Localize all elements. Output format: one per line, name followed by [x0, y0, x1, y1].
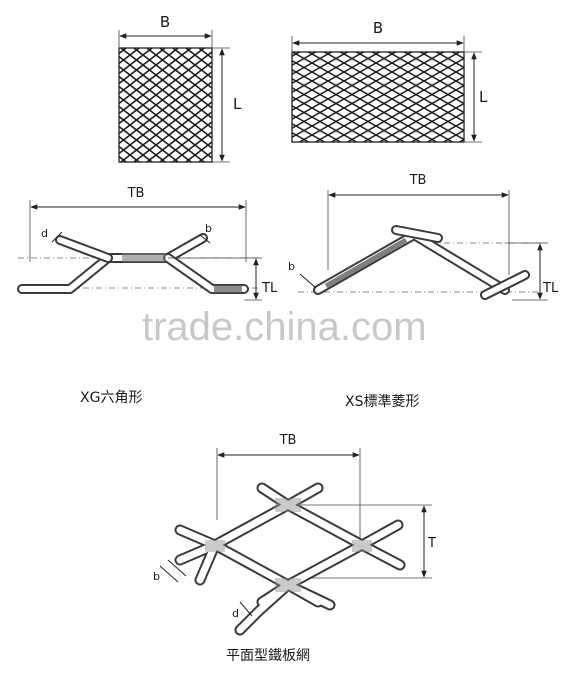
mesh-panel-left: B L	[118, 13, 242, 163]
strand-width-label: b	[288, 260, 295, 273]
diamond-profile-section: TB b TL XS標準菱形	[288, 173, 559, 410]
strand-width-marker	[159, 565, 179, 583]
length-label: L	[479, 88, 488, 106]
span-label: TB	[279, 433, 297, 448]
height-label: T	[427, 536, 436, 551]
diamond-caption: XS標準菱形	[345, 394, 419, 410]
flat-mesh-strands	[174, 482, 406, 636]
width-label: B	[373, 19, 383, 37]
pitch-label: TL	[261, 281, 278, 296]
thickness-marker	[239, 601, 253, 617]
strand-width-marker	[199, 234, 211, 244]
mesh-panel-left-fill	[119, 48, 212, 162]
diamond-strand	[313, 225, 530, 300]
span-label: TB	[409, 173, 427, 188]
watermark: trade.china.com	[142, 305, 427, 349]
hex-strand	[17, 233, 249, 294]
thickness-label: d	[232, 607, 239, 620]
mesh-panel-right-border	[291, 51, 465, 143]
strand-width-label: b	[205, 222, 212, 235]
watermark-text: trade.china.com	[142, 305, 427, 349]
mesh-panel-left-border	[118, 47, 213, 163]
flat-mesh-caption: 平面型鐵板網	[226, 647, 310, 664]
length-label: L	[233, 95, 242, 113]
mesh-panel-right: B L	[291, 19, 488, 143]
hex-caption: XG六角形	[80, 390, 142, 406]
pitch-label: TL	[542, 281, 559, 296]
hex-profile-section: TB d b TL XG六角形	[17, 186, 278, 406]
width-label: B	[160, 13, 170, 31]
mesh-panel-right-fill	[292, 52, 464, 142]
thickness-label: d	[41, 227, 48, 240]
span-label: TB	[127, 186, 145, 201]
strand-width-label: b	[153, 570, 160, 583]
thickness-marker	[51, 231, 63, 243]
strand-width-marker	[299, 273, 317, 289]
flat-mesh-section: TB T b d 平面型鐵板網	[153, 433, 436, 664]
